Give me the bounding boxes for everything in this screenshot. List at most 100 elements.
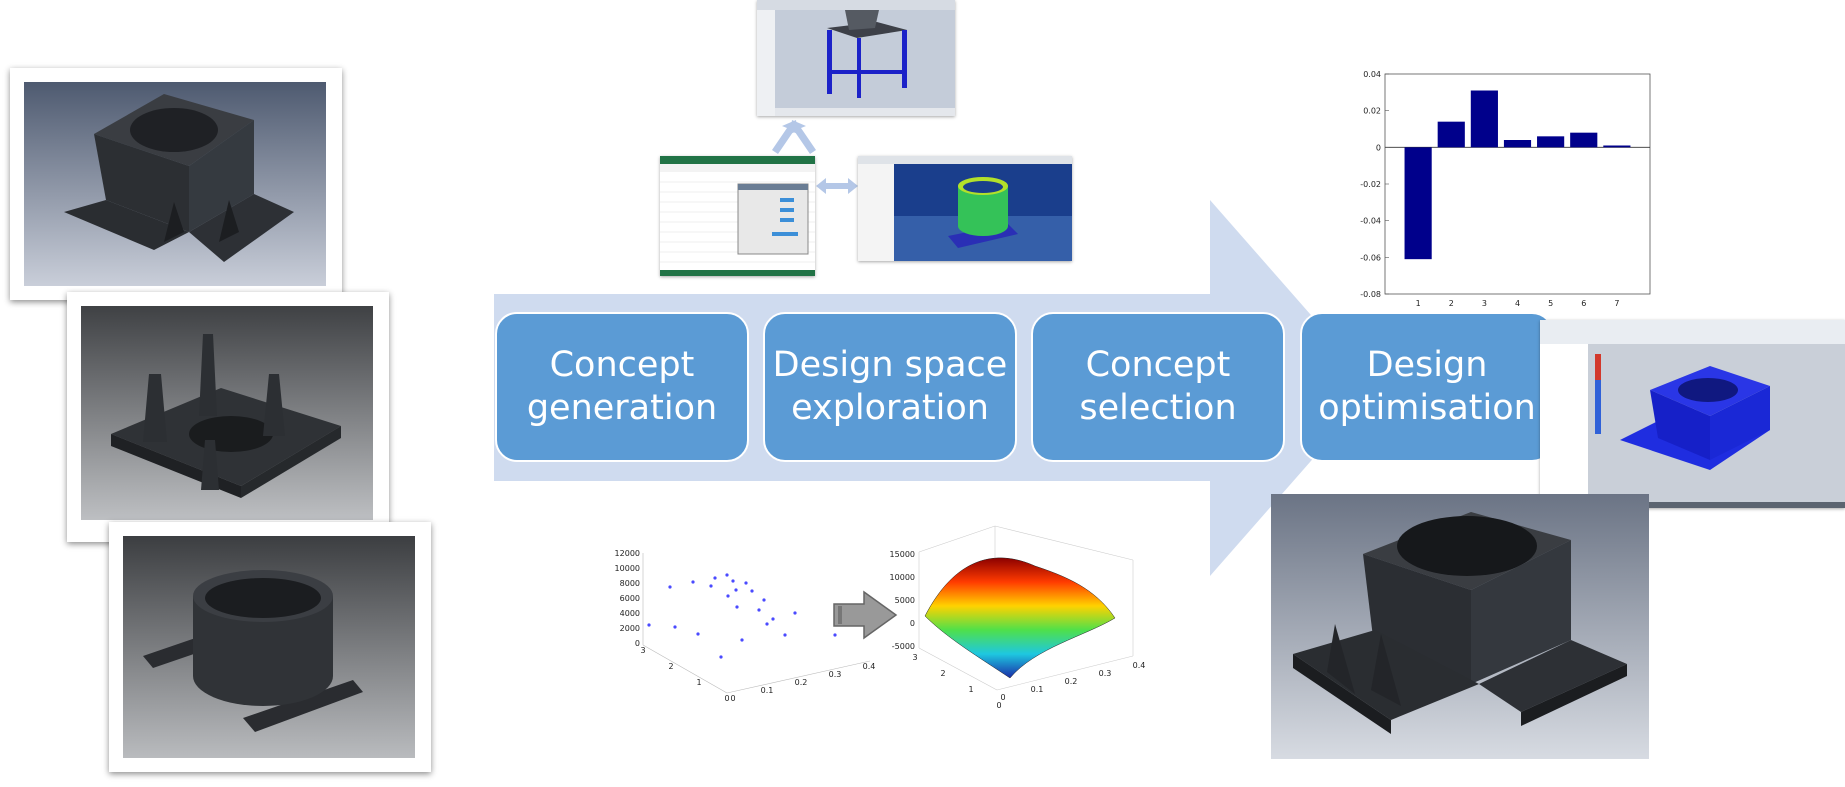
scatter-x-axis — [726, 660, 871, 694]
scatter-point — [744, 581, 748, 585]
scatter-x-tick-label: 0.2 — [795, 678, 808, 687]
surface-z-tick-label: -5000 — [892, 642, 915, 651]
surface-x-tick-label: 0 — [1000, 693, 1005, 702]
surface-z-tick-label: 0 — [910, 619, 915, 628]
bar-5 — [1537, 136, 1565, 148]
scatter-point — [725, 573, 729, 577]
concept-model-1-image — [24, 82, 326, 286]
scatter-point — [740, 638, 744, 642]
spreadsheet-image — [660, 156, 815, 276]
surface-z-tick-label: 5000 — [895, 596, 915, 605]
scatter-point — [771, 617, 775, 621]
scatter-y-tick-label: 3 — [640, 646, 645, 655]
scatter-point — [750, 589, 754, 593]
scatter-x-tick-label: 0 — [730, 694, 735, 703]
arrow-up-right — [790, 120, 816, 154]
stage-label-line2: selection — [1079, 388, 1237, 428]
scatter-point — [735, 605, 739, 609]
bar-y-tick-label: 0.04 — [1363, 70, 1381, 79]
bar-x-tick-label: 1 — [1416, 299, 1421, 308]
stage-label-line1: Concept — [549, 345, 695, 385]
stage-label-line1: Concept — [1085, 345, 1231, 385]
surface-y-tick-label: 2 — [940, 669, 945, 678]
scatter-point — [668, 585, 672, 589]
surface-mesh — [924, 557, 1116, 679]
final-design-render — [1271, 494, 1649, 759]
cad-frame-image — [757, 0, 955, 116]
arrow-left-right — [816, 178, 858, 194]
surface-x-tick-label: 0.3 — [1099, 669, 1112, 678]
bar-2 — [1437, 121, 1465, 148]
surface-z-tick-label: 15000 — [890, 550, 915, 559]
scatter-x-tick-label: 0.4 — [863, 662, 875, 671]
bar-y-tick-label: -0.02 — [1360, 180, 1381, 189]
bar-x-tick-label: 5 — [1548, 299, 1553, 308]
cad-frame-screenshot — [757, 0, 955, 116]
surface-y-tick-label: 1 — [968, 685, 973, 694]
final-design-image — [1271, 494, 1649, 759]
feedback-arrows — [772, 120, 858, 194]
bar-4 — [1503, 140, 1532, 148]
scatter-z-tick-label: 2000 — [620, 624, 640, 633]
scatter-point — [691, 580, 695, 584]
concept-card-2 — [67, 292, 389, 542]
scatter-point — [793, 611, 797, 615]
scatter-point — [762, 598, 766, 602]
scatter-point — [696, 632, 700, 636]
bar-x-tick-label: 2 — [1449, 299, 1454, 308]
scatter-z-tick-label: 0 — [635, 639, 640, 648]
bar-x-tick-label: 4 — [1515, 299, 1520, 308]
fea-image — [858, 156, 1072, 261]
scatter-point — [647, 623, 651, 627]
scatter-y-tick-label: 1 — [696, 678, 701, 687]
scatter-point — [719, 655, 723, 659]
bar-y-tick-label: 0 — [1376, 143, 1381, 152]
scatter-z-tick-label: 4000 — [620, 609, 640, 618]
scatter-point — [783, 633, 787, 637]
scatter-point — [709, 584, 713, 588]
stage-label-line2: exploration — [791, 388, 989, 428]
concept-model-2-image — [81, 306, 373, 520]
bar-3 — [1470, 90, 1498, 148]
bar-x-tick-label: 7 — [1614, 299, 1619, 308]
bar-y-tick-label: -0.08 — [1360, 290, 1381, 299]
scatter-point — [731, 579, 735, 583]
scatter-x-tick-label: 0.1 — [761, 686, 774, 695]
bar-x-tick-label: 3 — [1482, 299, 1487, 308]
scatter-point — [673, 625, 677, 629]
scatter-y-tick-label: 0 — [724, 694, 729, 703]
fit-arrow — [833, 590, 898, 640]
concept-card-3 — [109, 522, 431, 772]
stage-label-line2: optimisation — [1318, 388, 1536, 428]
concept-model-3-image — [123, 536, 415, 758]
optimisation-image — [1540, 320, 1845, 508]
concept-card-1 — [10, 68, 342, 300]
stage-label-line1: Design space — [772, 345, 1008, 385]
surface-y-tick-label: 3 — [912, 653, 917, 662]
scatter-point — [765, 622, 769, 626]
scatter-z-tick-label: 6000 — [620, 594, 640, 603]
surface-y-tick-label: 0 — [996, 701, 1001, 708]
optimisation-screenshot — [1540, 320, 1845, 508]
spreadsheet-screenshot — [660, 156, 815, 276]
bar-1 — [1404, 147, 1432, 260]
scatter-x-tick-label: 0.3 — [829, 670, 842, 679]
scatter-point — [713, 576, 717, 580]
fit-arrow-shape — [833, 590, 898, 640]
fea-screenshot — [858, 156, 1072, 261]
scatter-point — [757, 608, 761, 612]
surface-z-tick-label: 10000 — [890, 573, 915, 582]
scatter-point — [726, 594, 730, 598]
surface-x-tick-label: 0.2 — [1065, 677, 1078, 686]
scatter-z-tick-label: 8000 — [620, 579, 640, 588]
bar-6 — [1570, 132, 1598, 148]
